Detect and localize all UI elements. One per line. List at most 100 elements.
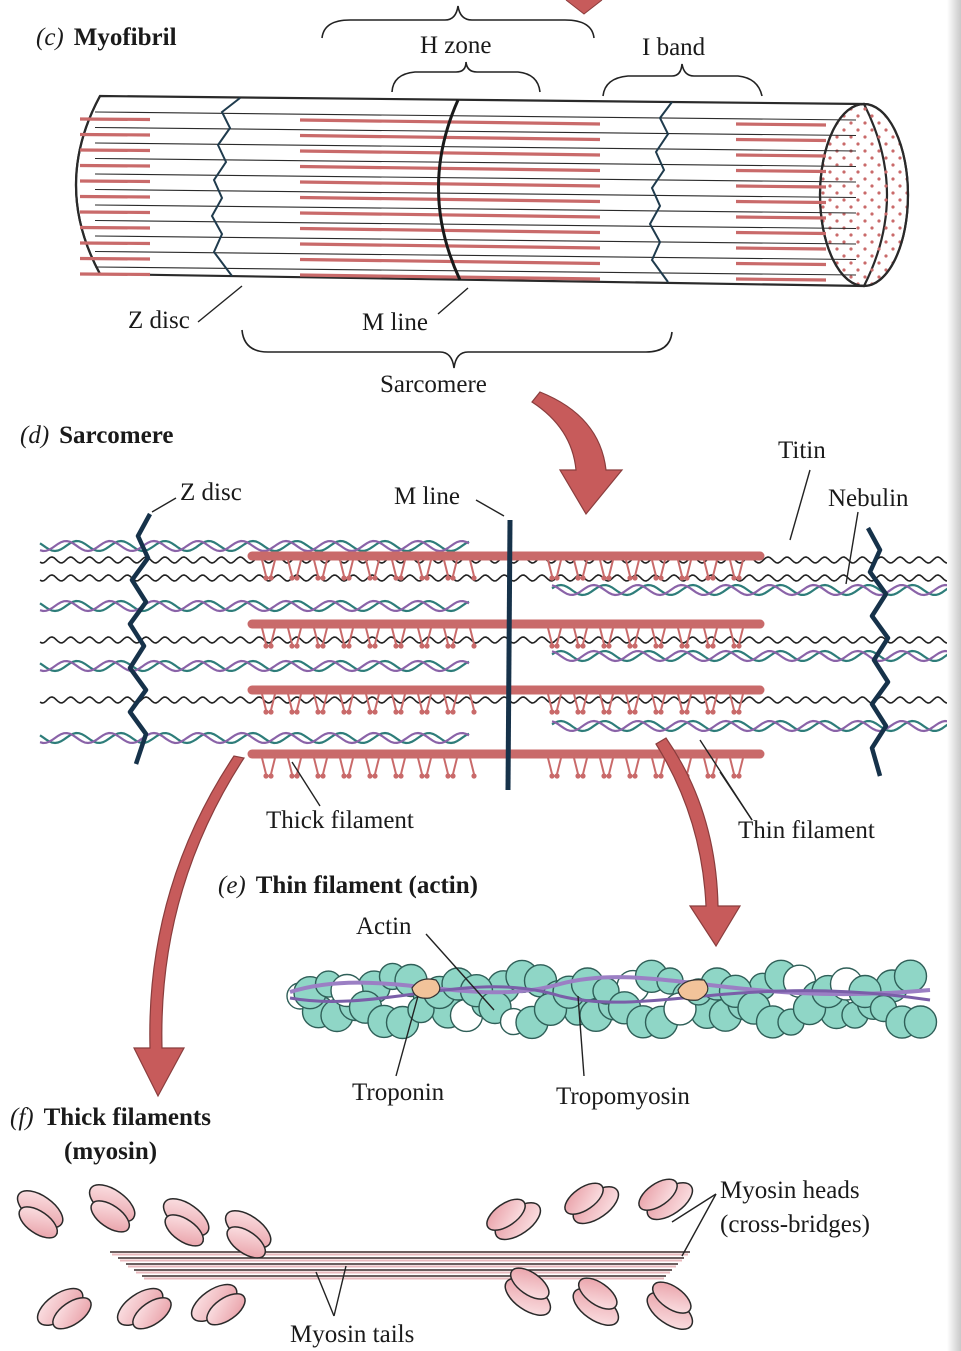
myosin-head-dot (398, 643, 403, 648)
myofibril-thick-line (736, 233, 826, 234)
myosin-cross-bridge (453, 758, 457, 774)
actin-bead (905, 1006, 937, 1038)
myosin-head-dot (424, 709, 429, 714)
m-line-label-c: M line (362, 310, 428, 335)
myosin-head (185, 1276, 250, 1336)
myosin-head-dot (627, 709, 632, 714)
myosin-head-dot (731, 773, 736, 778)
myosin-head-dot (601, 575, 606, 580)
myosin-cross-bridge (713, 560, 717, 576)
myosin-head-dot (731, 643, 736, 648)
myosin-head (560, 1171, 625, 1231)
myofibril-thick-line (80, 228, 150, 229)
myosin-head-dot (263, 773, 268, 778)
thick-filament-label: Thick filament (266, 808, 414, 833)
myosin-head-dot (684, 709, 689, 714)
myosin-cross-bridge (375, 560, 379, 576)
myosin-head-dot (580, 575, 585, 580)
myosin-head-dot (606, 709, 611, 714)
sarcomere-label: Sarcomere (380, 372, 487, 397)
myosin-head-dot (627, 773, 632, 778)
myosin-head-dot (393, 709, 398, 714)
myosin-cross-bridge (583, 758, 587, 774)
myosin-head-dot (424, 575, 429, 580)
titin-label: Titin (778, 438, 826, 463)
myosin-cross-bridge (444, 628, 448, 644)
z-disc-pointer (198, 286, 242, 322)
h-zone-brace (392, 62, 540, 92)
myosin-head-dot (710, 643, 715, 648)
myosin-cross-bridge (323, 758, 327, 774)
panel-c-heading: (c)Myofibril (36, 24, 177, 52)
myosin-cross-bridge (470, 758, 474, 774)
myosin-cross-bridge (427, 560, 431, 576)
actin-beads (287, 960, 937, 1038)
z-disc-pointer-d (152, 498, 176, 512)
myosin-cross-bridge (687, 694, 691, 710)
m-line-pointer-d (476, 500, 504, 516)
myosin-head-dot (679, 575, 684, 580)
myosin-head-dot (627, 575, 632, 580)
myosin-cross-bridge (427, 628, 431, 644)
myosin-head-dot (367, 709, 372, 714)
myosin-head-dot (341, 643, 346, 648)
myosin-cross-bridge (288, 758, 292, 774)
myosin-head-dot (601, 773, 606, 778)
myosin-cross-bridge (583, 560, 587, 576)
myosin-head-dot (653, 709, 658, 714)
myosin-head-dot (341, 773, 346, 778)
myosin-head-dot (705, 773, 710, 778)
myosin-cross-bridge (730, 628, 734, 644)
myosin-cross-bridge (739, 758, 743, 774)
myosin-head-dot (263, 709, 268, 714)
myosin-head-dot (653, 575, 658, 580)
myosin-cross-bridge (297, 560, 301, 576)
myosin-cross-bridge (704, 758, 708, 774)
myosin-head-dot (658, 773, 663, 778)
myosin-head-dot (346, 773, 351, 778)
m-line-bar (508, 520, 510, 790)
myofibril-thick-line (80, 212, 150, 213)
myosin-cross-bridge (392, 758, 396, 774)
myosin-head-dot (372, 575, 377, 580)
myosin-head-dot (549, 773, 554, 778)
myosin-head-dot (320, 575, 325, 580)
myosin-cross-bridge (366, 758, 370, 774)
myosin-head-dot (372, 773, 377, 778)
myosin-head-dot (632, 643, 637, 648)
myosin-cross-bridge (574, 694, 578, 710)
myosin-cross-bridge (687, 628, 691, 644)
myosin-cross-bridge (548, 758, 552, 774)
myosin-cross-bridge (271, 758, 275, 774)
myosin-cross-bridge (626, 758, 630, 774)
myosin-head-dot (445, 773, 450, 778)
myosin-head-dot (549, 709, 554, 714)
myosin-cross-bridge (349, 628, 353, 644)
myosin-head-dot (450, 575, 455, 580)
tropomyosin-label: Tropomyosin (556, 1084, 690, 1109)
myosin-head-dot (601, 709, 606, 714)
z-disc-label-d: Z disc (180, 480, 242, 505)
myosin-head-dot (268, 773, 273, 778)
myosin-cross-bridge (557, 628, 561, 644)
myosin-head-dot (658, 575, 663, 580)
myosin-cross-bridge (635, 758, 639, 774)
myosin-head-dot (315, 773, 320, 778)
myosin-head-dot (632, 575, 637, 580)
myosin-head-dot (424, 643, 429, 648)
myosin-head-dot (679, 643, 684, 648)
myosin-head-dot (419, 643, 424, 648)
myosin-head (639, 1276, 704, 1336)
myosin-head-dot (268, 709, 273, 714)
myosin-head-dot (627, 643, 632, 648)
myosin-cross-bridge (366, 560, 370, 576)
titin-pointer (790, 470, 810, 540)
myosin-head-dot (419, 709, 424, 714)
panel-d-heading: (d)Sarcomere (20, 422, 173, 450)
myosin-head-dot (632, 773, 637, 778)
myosin-head-dot (445, 575, 450, 580)
myosin-cross-bridge (262, 758, 266, 774)
myosin-head-dot (736, 709, 741, 714)
myosin-head-dot (320, 643, 325, 648)
myosin-cross-bridge (574, 628, 578, 644)
